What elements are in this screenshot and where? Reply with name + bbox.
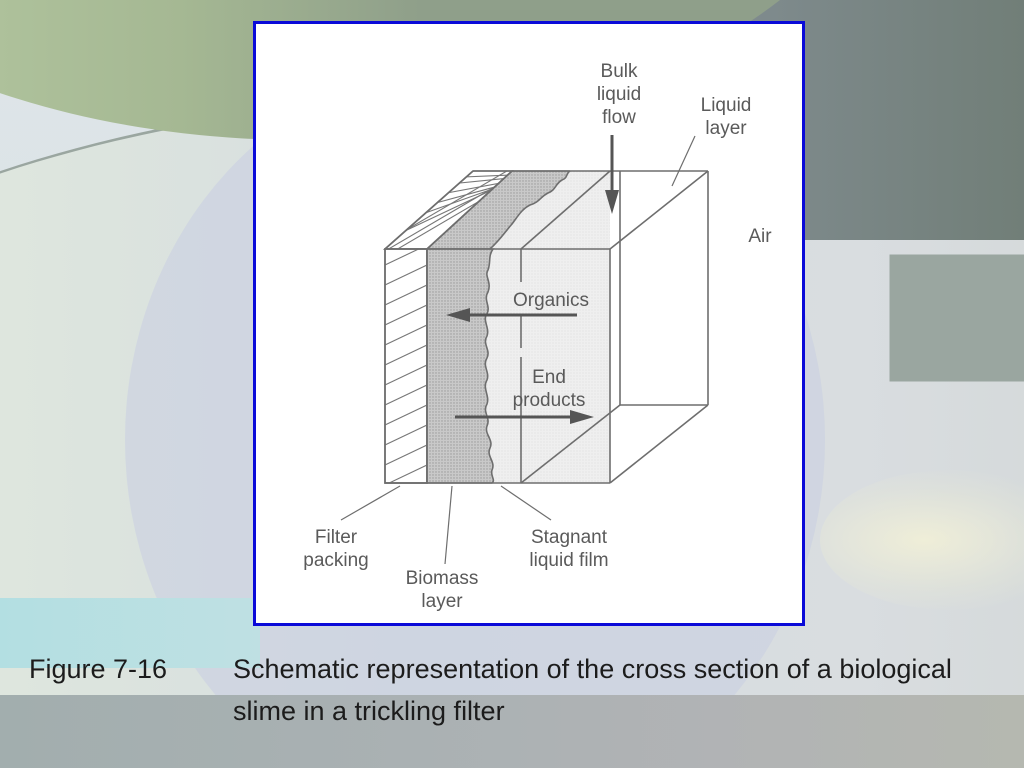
liquid-layer-leader bbox=[671, 135, 696, 187]
label-bulk-liquid-flow: Bulk liquid flow bbox=[596, 61, 642, 128]
filter-packing-leader bbox=[340, 485, 401, 521]
organics-arrow bbox=[446, 308, 577, 322]
background-cyan-band bbox=[0, 598, 260, 668]
stagnant-film-leader bbox=[500, 485, 552, 521]
label-biomass-layer: Biomass layer bbox=[405, 568, 479, 612]
figure-number: Figure 7-16 bbox=[29, 654, 168, 684]
label-organics: Organics bbox=[512, 290, 590, 311]
background-bottom-band bbox=[0, 695, 1024, 768]
label-liquid-layer: Liquid layer bbox=[700, 95, 752, 139]
label-air: Air bbox=[748, 226, 772, 247]
label-stagnant-liquid-film: Stagnant liquid film bbox=[529, 527, 609, 571]
bulk-liquid-flow-arrow bbox=[605, 135, 619, 214]
label-end-products: End products bbox=[512, 367, 586, 411]
biomass-top-face bbox=[424, 170, 571, 250]
biomass-layer-leader bbox=[444, 485, 453, 565]
stagnant-film-top bbox=[490, 171, 610, 249]
label-filter-packing: Filter packing bbox=[303, 527, 369, 571]
end-products-arrow bbox=[455, 410, 594, 424]
caption-text: Schematic representation of the cross se… bbox=[233, 654, 952, 726]
biomass-front-face bbox=[426, 248, 495, 484]
figure-frame: Bulk liquid flow Liquid layer Air Organi… bbox=[253, 21, 805, 626]
background-glow bbox=[820, 470, 1024, 610]
